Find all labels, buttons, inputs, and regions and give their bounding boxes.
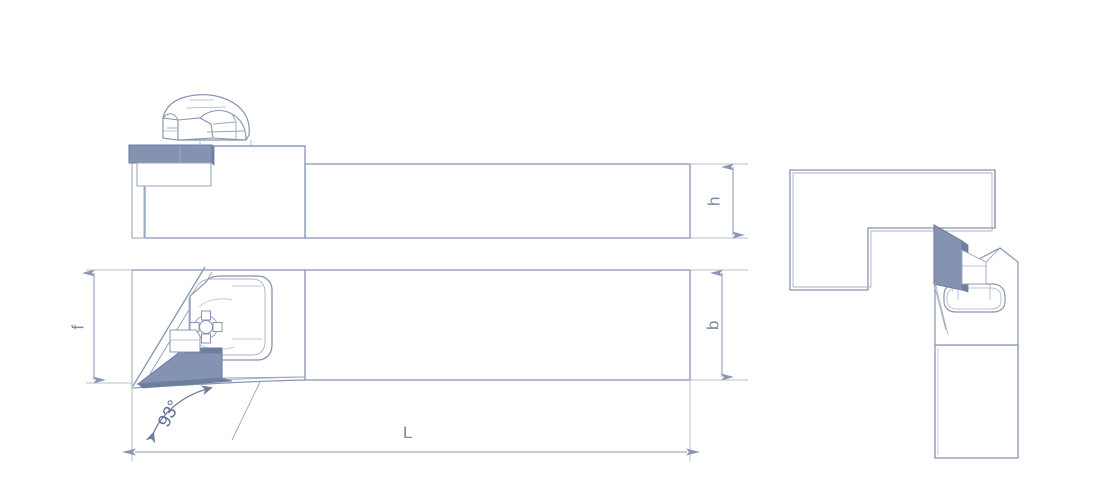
front-view-tip-line — [221, 376, 306, 379]
top-view-insert-band-edge — [211, 144, 215, 166]
dimension-h: h — [690, 163, 748, 239]
clamp-lever — [162, 94, 252, 146]
dimension-L: L — [122, 380, 700, 462]
front-view-shank — [304, 269, 691, 381]
front-view-clamp-finger — [169, 329, 201, 353]
dimension-f: f — [68, 269, 132, 384]
cutting-insert-corner-a — [189, 282, 206, 297]
front-view — [131, 266, 691, 389]
dimension-f-label: f — [68, 324, 87, 329]
cutting-insert — [188, 275, 273, 361]
dimension-L-label: L — [403, 423, 413, 442]
clamp-lever-base — [212, 137, 247, 141]
workpiece-step-profile-inner — [792, 172, 993, 288]
dimension-b: b — [690, 269, 748, 381]
end-view-shank — [934, 344, 1019, 459]
clamp-lever-line-e — [206, 130, 245, 133]
front-view-lead-face — [132, 266, 206, 387]
end-view-head-left-slope-2 — [934, 281, 949, 336]
clamp-lever-center-mark-2 — [185, 106, 227, 109]
end-view-clamp — [961, 249, 987, 285]
insert-screw-head — [198, 319, 214, 335]
clamp-lever-line-a — [212, 121, 237, 125]
dimension-h-label: h — [704, 196, 723, 206]
insert-screw — [189, 310, 223, 344]
lead-angle-ref-line — [231, 381, 261, 441]
dimension-b-label: b — [703, 320, 722, 330]
front-view-tip-shade-edge — [136, 377, 233, 389]
cutting-insert-arc-a — [198, 298, 233, 308]
end-view — [789, 169, 1019, 459]
end-view-clamp-slope — [985, 247, 1001, 263]
top-view-insert-pocket — [136, 162, 212, 187]
clamp-lever-line-b — [231, 113, 237, 139]
top-view-shank — [304, 163, 691, 239]
top-view-insert-band — [128, 144, 213, 164]
insert-screw-lobe-right — [212, 322, 223, 332]
clamp-lever-left-face — [162, 117, 179, 141]
end-view-head-left-slope — [933, 283, 947, 331]
insert-screw-lobe-bottom — [201, 333, 211, 344]
insert-screw-lobe-top — [201, 310, 211, 321]
clamp-lever-left-top — [162, 113, 179, 121]
clamp-lever-mid — [177, 117, 214, 141]
lead-angle-arc — [145, 385, 213, 444]
